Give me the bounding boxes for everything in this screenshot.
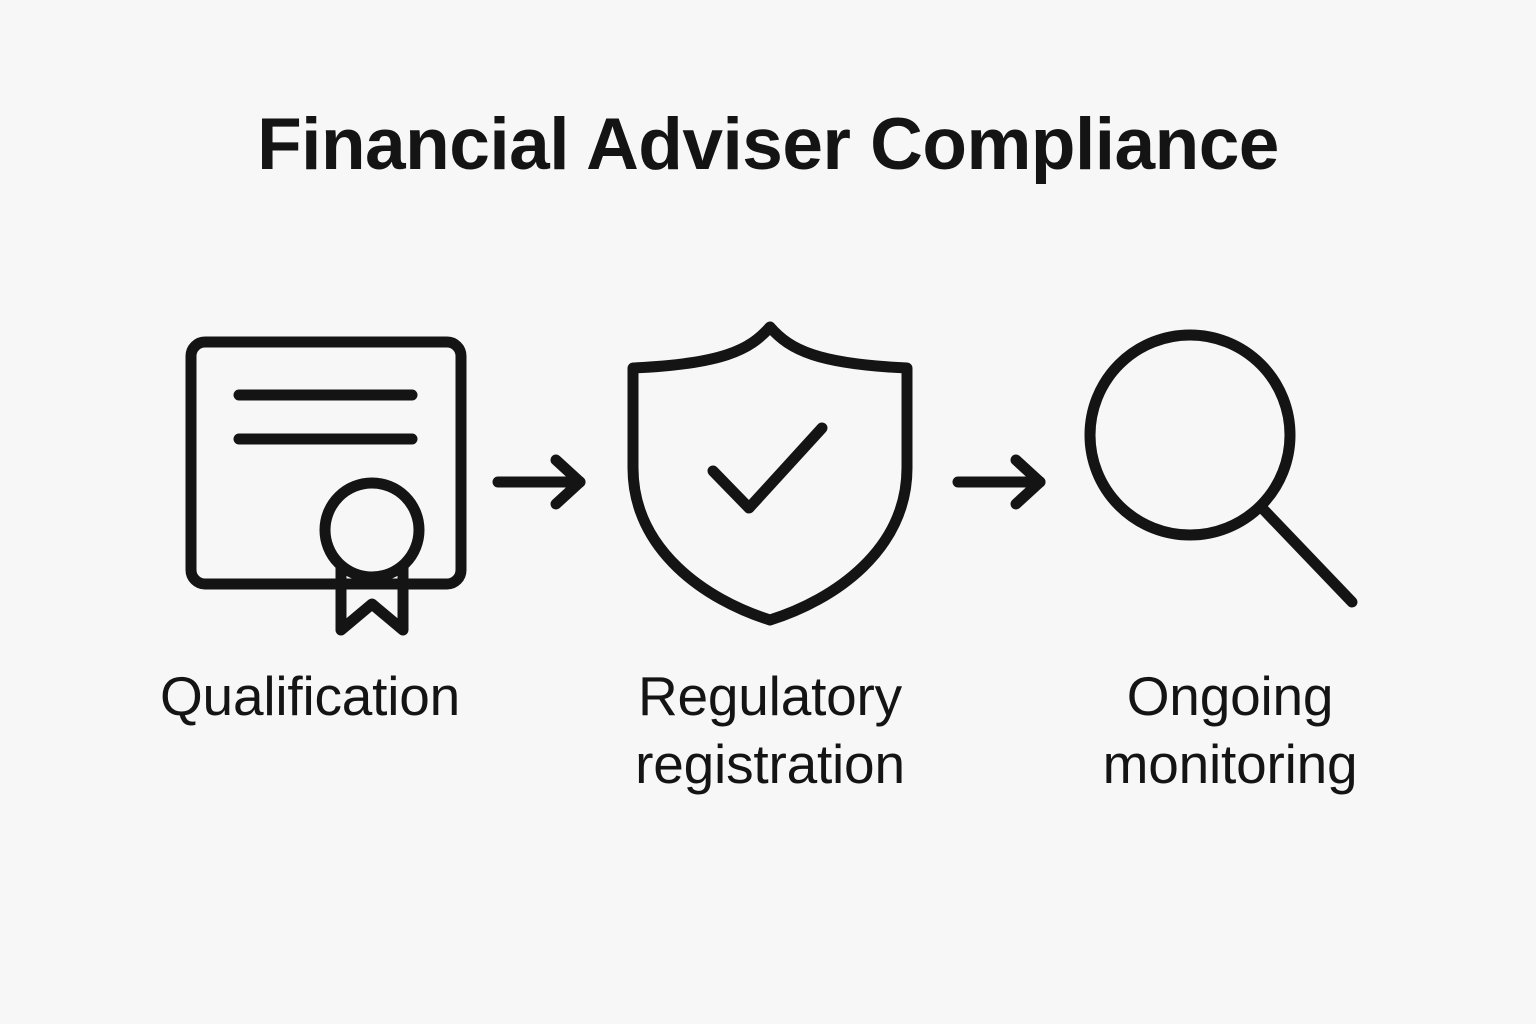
certificate-icon: [150, 300, 470, 640]
label-line: Regulatory: [638, 665, 902, 727]
flow-step-qualification[interactable]: Qualification: [150, 300, 470, 860]
label-line: Ongoing: [1126, 665, 1334, 727]
label-line: monitoring: [1102, 733, 1358, 796]
arrow-right-icon: [950, 452, 1060, 512]
flow-step-label: Regulatory registration: [600, 662, 940, 798]
arrow-right-icon: [490, 452, 600, 512]
compliance-flow: Qualification Regulatory regis: [150, 300, 1390, 860]
page-title: Financial Adviser Compliance: [257, 104, 1279, 185]
flow-step-label: Qualification: [140, 662, 480, 730]
label-line: registration: [635, 733, 905, 796]
label-line: Qualification: [159, 665, 461, 727]
magnifier-icon: [1070, 300, 1390, 640]
shield-check-icon: [610, 300, 930, 640]
flow-step-ongoing-monitoring[interactable]: Ongoing monitoring: [1070, 300, 1390, 860]
flow-step-label: Ongoing monitoring: [1060, 662, 1400, 798]
flow-step-regulatory-registration[interactable]: Regulatory registration: [610, 300, 930, 860]
